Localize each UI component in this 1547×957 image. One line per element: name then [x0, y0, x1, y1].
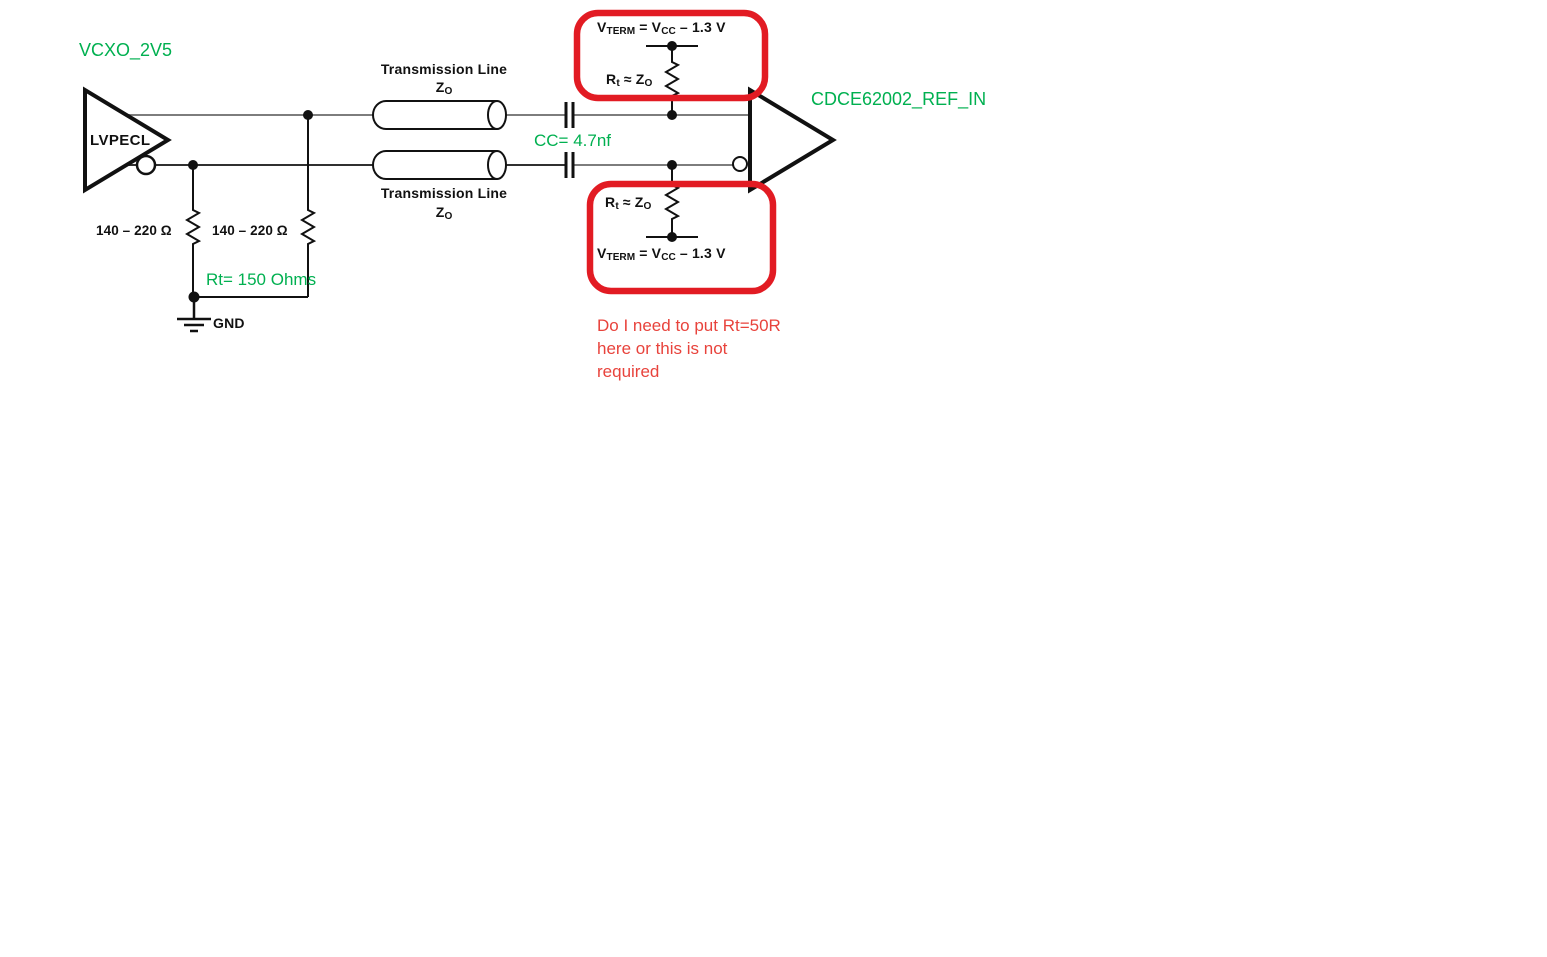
question-line: required — [597, 362, 660, 381]
question-note: Do I need to put Rt=50R here or this is … — [597, 314, 781, 383]
junction-dot — [667, 41, 677, 51]
resistor-left-label: 140 – 220 Ω — [96, 223, 172, 238]
vterm-tail: – 1.3 V — [675, 19, 726, 35]
junction-dot — [188, 160, 198, 170]
rt-z: Z — [635, 71, 645, 87]
rt-zo-top-label: Rt ≈ ZO — [606, 71, 652, 89]
rt-r: R — [605, 194, 616, 210]
tline-top-impedance: ZO — [371, 79, 517, 97]
highlight-box-bottom — [586, 180, 777, 295]
rt-z-sub: O — [643, 201, 652, 213]
tline-top-endcap — [487, 100, 507, 130]
resistor-right-label: 140 – 220 Ω — [212, 223, 288, 238]
receiver-symbol — [732, 86, 837, 194]
rt-approx: ≈ — [618, 194, 635, 210]
vterm-vcc: V — [651, 245, 662, 261]
vterm-vcc: V — [651, 19, 662, 35]
junction-dot — [303, 110, 313, 120]
rt-r-sub: t — [616, 78, 620, 90]
driver-label: LVPECL — [90, 132, 151, 149]
junction-dot — [188, 291, 200, 303]
highlight-boxes — [573, 9, 777, 295]
termination-resistor-top — [664, 46, 681, 115]
rt-z-sub: O — [644, 78, 653, 90]
question-line: here or this is not — [597, 339, 728, 358]
vterm-v: V — [597, 245, 607, 261]
pulldown-network — [177, 115, 317, 333]
vcxo-label: VCXO_2V5 — [79, 40, 173, 60]
tline-z: Z — [435, 204, 445, 220]
vterm-vcc-sub: CC — [661, 26, 676, 38]
junction-dot — [667, 160, 677, 170]
tline-top-body — [372, 100, 498, 130]
receiver-triangle — [748, 86, 837, 194]
rt-z: Z — [634, 194, 644, 210]
tline-z-sub: O — [444, 211, 453, 223]
coupling-caps — [564, 102, 575, 178]
question-line: Do I need to put Rt=50R — [597, 316, 781, 335]
rt-r-sub: t — [615, 201, 619, 213]
coupling-cap-label: CC= 4.7nf — [534, 131, 612, 150]
vterm-eq: = — [635, 19, 652, 35]
gnd-symbol — [177, 297, 211, 333]
highlight-box-top — [573, 9, 769, 102]
coupling-cap-top — [564, 102, 575, 128]
vterm-vcc-sub: CC — [661, 252, 676, 264]
coupling-cap-bottom — [564, 152, 575, 178]
tline-bottom-endcap — [487, 150, 507, 180]
tline-bottom-title: Transmission Line — [380, 185, 508, 201]
gnd-label: GND — [213, 315, 245, 331]
junction-dot — [667, 110, 677, 120]
rt150-label: Rt= 150 Ohms — [206, 270, 317, 289]
rt-r: R — [606, 71, 617, 87]
vterm-eq: = — [635, 245, 652, 261]
lvpecl-driver-symbol — [83, 86, 172, 194]
vterm-v-sub: TERM — [606, 252, 636, 264]
termination-resistor-bottom — [664, 165, 681, 237]
driver-triangle — [83, 86, 172, 194]
receiver-inverting-bubble — [732, 156, 748, 172]
rt-approx: ≈ — [619, 71, 636, 87]
vterm-top-label: VTERM = VCC – 1.3 V — [597, 19, 726, 37]
junction-dot — [667, 232, 677, 242]
tline-bottom-impedance: ZO — [371, 204, 517, 222]
transmission-lines — [372, 100, 507, 180]
junction-dots — [188, 41, 677, 303]
vterm-tail: – 1.3 V — [675, 245, 726, 261]
tline-z-sub: O — [444, 86, 453, 98]
termination-network — [646, 45, 698, 238]
pulldown-resistor-right — [194, 115, 317, 298]
tline-z: Z — [435, 79, 445, 95]
vterm-v: V — [597, 19, 607, 35]
rt-zo-bottom-label: Rt ≈ ZO — [605, 194, 651, 212]
tline-top-title: Transmission Line — [380, 61, 508, 77]
driver-inverting-bubble — [135, 154, 157, 176]
receiver-label: CDCE62002_REF_IN — [811, 89, 987, 109]
vterm-bottom-label: VTERM = VCC – 1.3 V — [597, 245, 726, 263]
vterm-v-sub: TERM — [606, 26, 636, 38]
pulldown-resistor-left — [185, 165, 202, 297]
tline-bottom-body — [372, 150, 498, 180]
